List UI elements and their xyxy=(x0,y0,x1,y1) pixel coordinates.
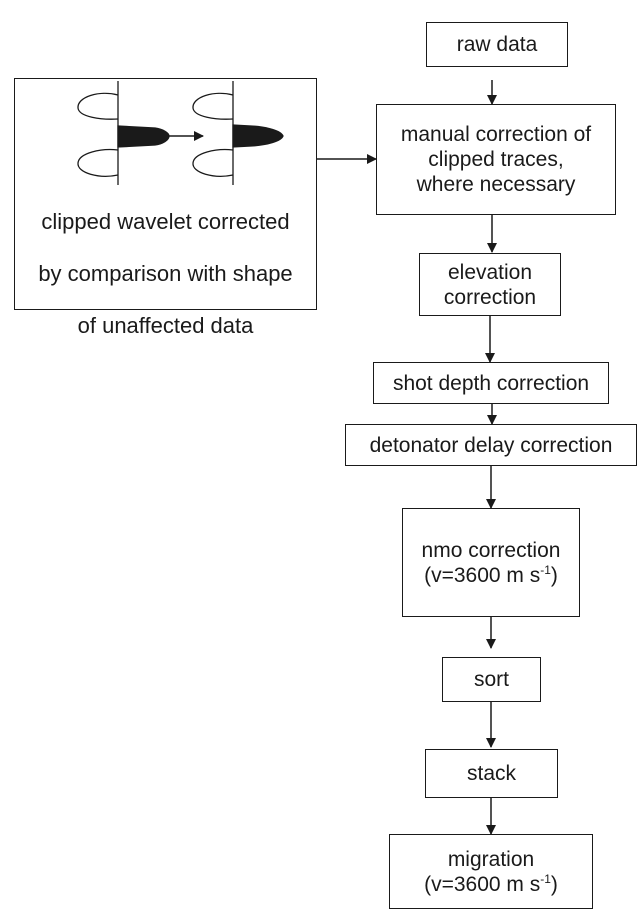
step-stack: stack xyxy=(425,749,558,798)
velocity-close: ) xyxy=(550,563,558,587)
unit-exponent: -1 xyxy=(540,562,551,577)
step-label: stack xyxy=(466,762,516,785)
step-label: raw data xyxy=(456,33,538,56)
step-manual-correction: manual correction of clipped traces, whe… xyxy=(376,104,616,215)
velocity-close: ) xyxy=(550,872,558,896)
step-nmo-correction: nmo correction (v=3600 m s-1) xyxy=(402,508,580,617)
step-label-velocity: (v=3600 m s-1) xyxy=(424,563,558,588)
step-label: nmo correction xyxy=(421,538,561,562)
clipped-wavelet-icon xyxy=(77,81,170,185)
step-raw-data: raw data xyxy=(426,22,568,67)
step-label: elevation xyxy=(447,260,533,284)
step-label: sort xyxy=(473,668,509,691)
step-label: shot depth correction xyxy=(392,371,590,395)
step-elevation-correction: elevation correction xyxy=(419,253,561,316)
step-migration: migration (v=3600 m s-1) xyxy=(389,834,593,909)
step-label: correction xyxy=(443,285,537,309)
step-detonator-delay-correction: detonator delay correction xyxy=(345,424,637,466)
step-label: detonator delay correction xyxy=(369,433,613,457)
inset-caption-line: by comparison with shape xyxy=(38,261,293,286)
step-label: manual correction of xyxy=(400,123,592,146)
step-label: clipped traces, xyxy=(428,148,564,171)
velocity-text: (v=3600 m s xyxy=(424,563,541,587)
unit-exponent: -1 xyxy=(540,871,551,886)
inset-caption-line: clipped wavelet corrected xyxy=(41,209,290,234)
step-label-velocity: (v=3600 m s-1) xyxy=(424,872,558,897)
velocity-text: (v=3600 m s xyxy=(424,872,541,896)
step-label: migration xyxy=(447,847,535,871)
step-label: where necessary xyxy=(416,173,576,196)
wavelet-illustration xyxy=(77,81,284,185)
inset-caption: clipped wavelet corrected by comparison … xyxy=(15,209,316,339)
inset-caption-line: of unaffected data xyxy=(77,313,254,338)
inset-panel: clipped wavelet corrected by comparison … xyxy=(14,78,317,338)
step-shot-depth-correction: shot depth correction xyxy=(373,362,609,404)
corrected-wavelet-icon xyxy=(192,81,284,185)
step-sort: sort xyxy=(442,657,541,702)
